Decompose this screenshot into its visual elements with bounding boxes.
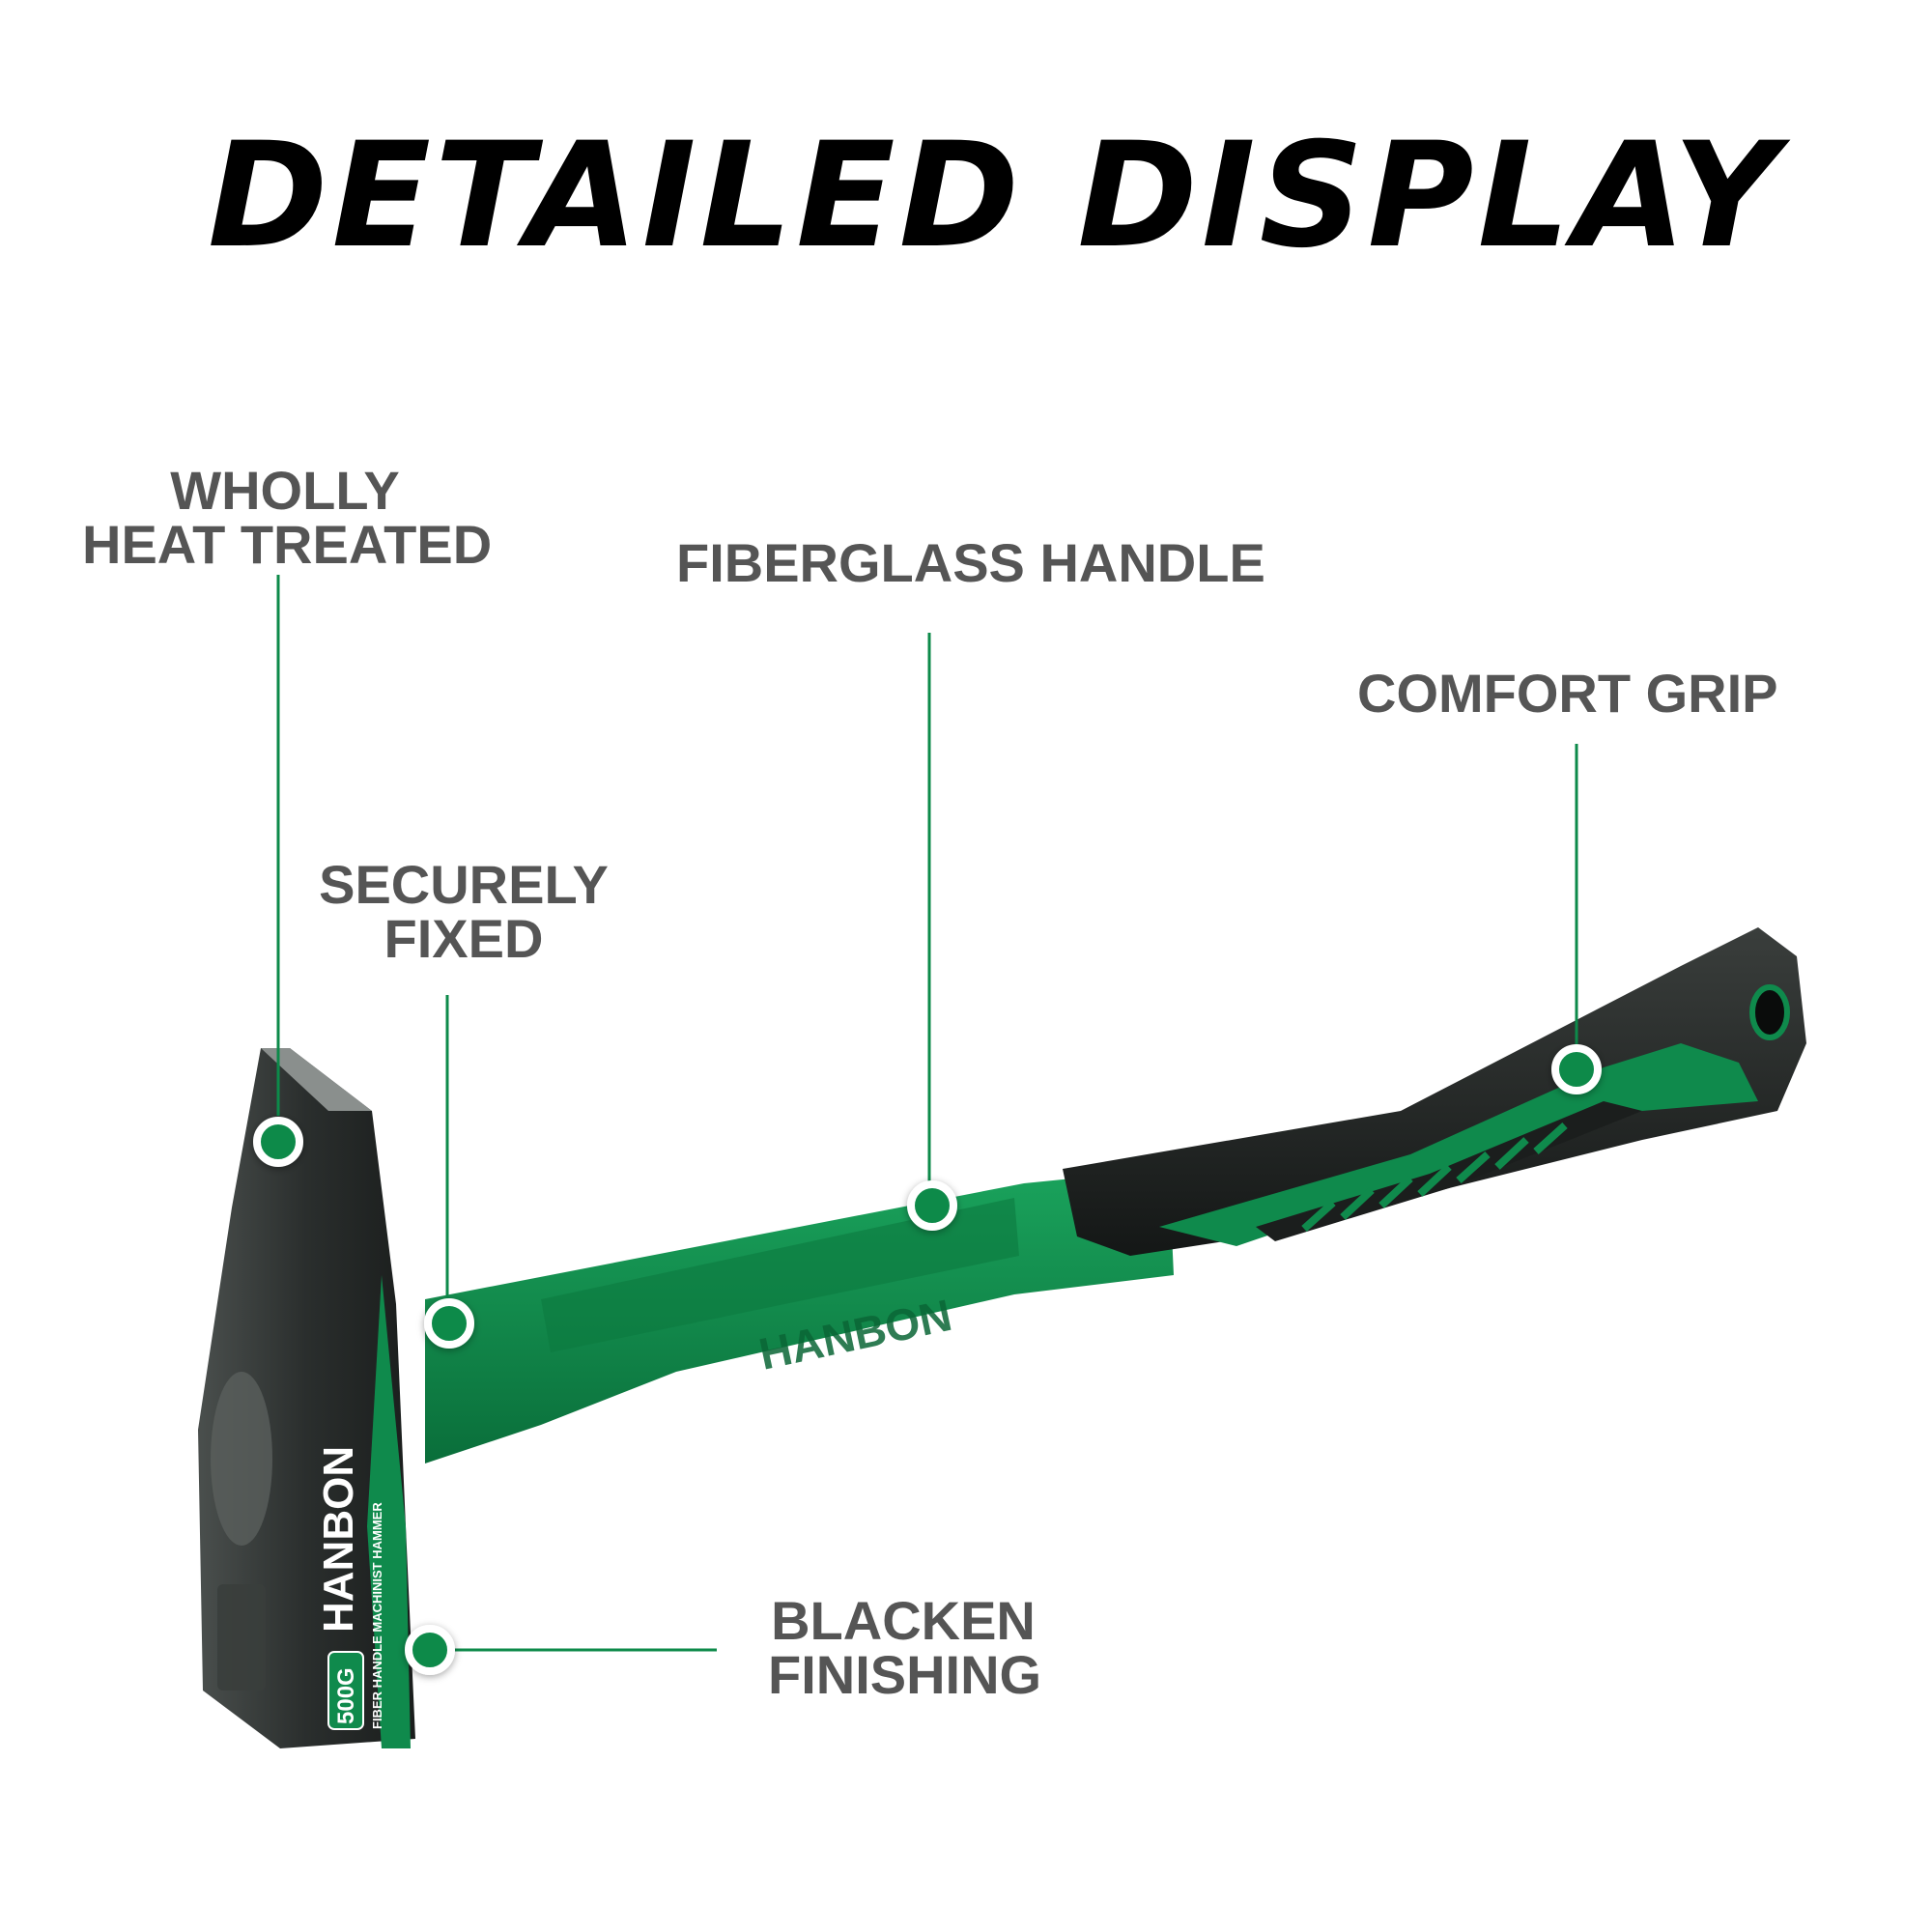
callout-blacken-line2: FINISHING xyxy=(768,1644,1042,1705)
callout-fixed-line1: SECURELY xyxy=(319,854,609,915)
marker-dots xyxy=(253,1044,1602,1675)
weight-badge-text: 500G xyxy=(333,1667,359,1724)
callout-heat-line1: WHOLLY xyxy=(170,460,400,521)
marker-grip-dot xyxy=(1551,1044,1602,1094)
marker-fixed-dot xyxy=(424,1298,474,1349)
marker-fiberglass-dot xyxy=(907,1180,957,1231)
head-brand-label: HANBON xyxy=(315,1446,362,1633)
callout-blacken-finishing: BLACKEN FINISHING xyxy=(768,1590,1042,1705)
callout-fiberglass-handle: FIBERGLASS HANDLE xyxy=(676,532,1265,593)
callout-grip-line1: COMFORT GRIP xyxy=(1357,663,1778,724)
leader-lines xyxy=(276,575,1578,1652)
callout-fixed-line2: FIXED xyxy=(384,908,544,969)
fiberglass-handle: HANBON xyxy=(425,1169,1174,1463)
callout-blacken-line1: BLACKEN xyxy=(771,1590,1036,1651)
callout-heat-treated: WHOLLY HEAT TREATED xyxy=(82,460,493,575)
callout-fiberglass-line1: FIBERGLASS HANDLE xyxy=(676,532,1265,593)
grip-ridges xyxy=(1301,1122,1568,1232)
marker-blacken-dot xyxy=(405,1625,455,1675)
comfort-grip xyxy=(1063,927,1806,1256)
hammer-head: HANBON 500G FIBER HANDLE MACHINIST HAMME… xyxy=(198,1048,415,1748)
callout-comfort-grip: COMFORT GRIP xyxy=(1357,663,1778,724)
callout-securely-fixed: SECURELY FIXED xyxy=(314,858,613,966)
head-description: FIBER HANDLE MACHINIST HAMMER xyxy=(370,1502,384,1729)
page-title: DETAILED DISPLAY xyxy=(208,112,1782,280)
marker-heat-dot xyxy=(253,1117,303,1167)
weight-badge: 500G xyxy=(327,1651,364,1730)
callout-heat-line2: HEAT TREATED xyxy=(82,514,493,575)
